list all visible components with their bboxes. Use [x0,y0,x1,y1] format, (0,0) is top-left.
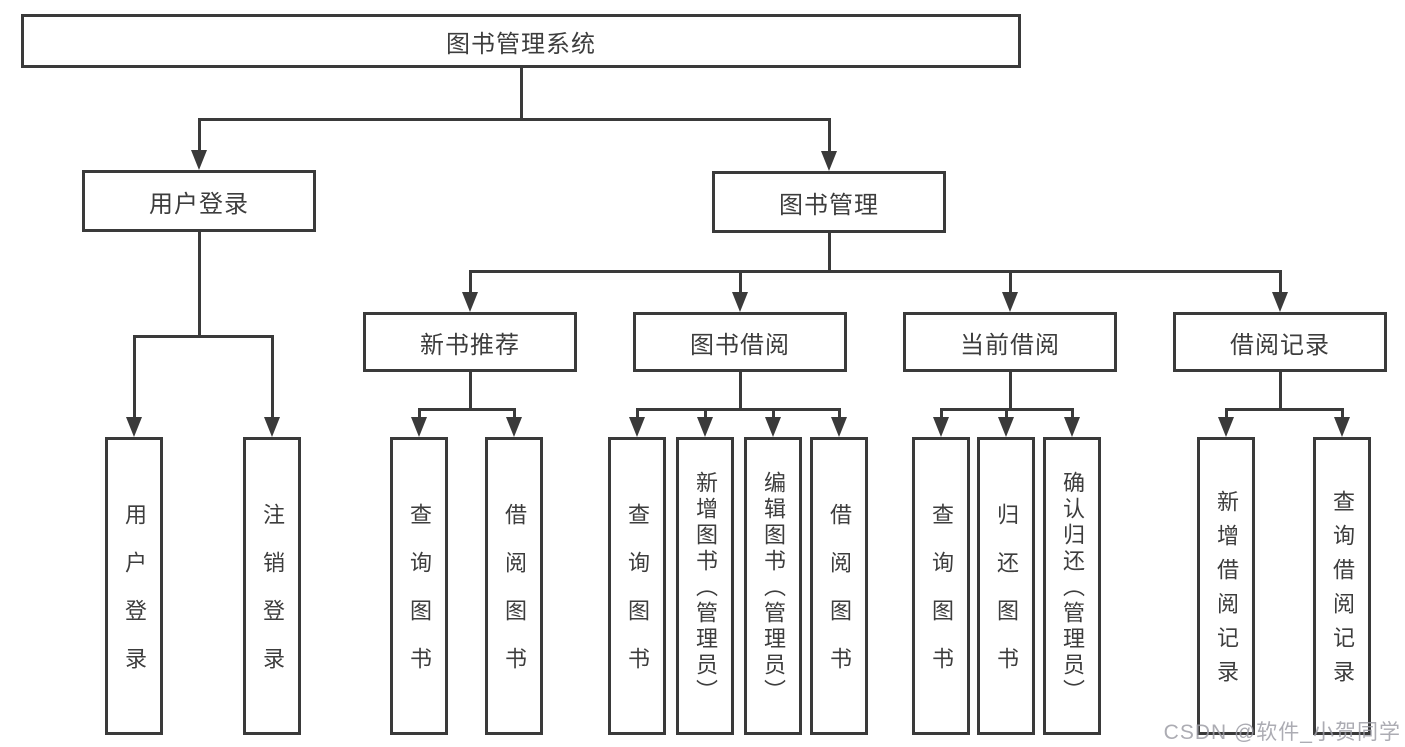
connector-stem-line [197,230,201,338]
arrowhead-icon [462,292,478,312]
connector-stem-line [827,231,831,273]
arrowhead-icon [765,417,781,437]
leaf-query-books-borrow: 查询图书 [608,437,666,735]
connector-drop-line [512,408,516,419]
leaf-return-books: 归还图书 [977,437,1035,735]
leaf-logout-login: 注销登录 [243,437,301,735]
arrowhead-icon [506,417,522,437]
node-current-borrowing: 当前借阅 [903,312,1117,372]
leaf-confirm-return-admin: 确认归还（管理员） [1043,437,1101,735]
leaf-add-borrow-record-label: 新增借阅记录 [1214,490,1239,694]
arrowhead-icon [1334,417,1350,437]
arrowhead-icon [191,150,207,170]
arrowhead-icon [697,417,713,437]
leaf-query-books-borrow-label: 查询图书 [625,503,650,695]
connector-drop-line [771,408,775,419]
connector-drop-line [1004,408,1008,419]
leaf-query-borrow-record: 查询借阅记录 [1313,437,1371,735]
connector-drop-line [738,270,742,294]
connector-drop-line [270,335,274,419]
connector-rail-line [132,335,274,338]
arrowhead-icon [1218,417,1234,437]
connector-drop-line [703,408,707,419]
arrowhead-icon [821,151,837,171]
leaf-borrow-books-label: 借阅图书 [827,503,852,695]
leaf-query-books-recommend: 查询图书 [390,437,448,735]
leaf-confirm-return-admin-label: 确认归还（管理员） [1060,471,1085,705]
connector-drop-line [635,408,639,419]
connector-rail-line [1224,408,1344,411]
leaf-borrow-books-recommend-label: 借阅图书 [502,503,527,695]
leaf-query-books-current-label: 查询图书 [929,503,954,695]
connector-drop-line [132,335,136,419]
arrowhead-icon [264,417,280,437]
leaf-add-borrow-record: 新增借阅记录 [1197,437,1255,735]
connector-drop-line [1340,408,1344,419]
node-new-book-recommend: 新书推荐 [363,312,577,372]
connector-rail-line [635,408,841,411]
arrowhead-icon [732,292,748,312]
connector-rail-line [197,118,831,121]
node-user-login: 用户登录 [82,170,316,232]
connector-stem-line [468,370,472,411]
connector-stem-line [1008,370,1012,411]
connector-drop-line [1008,270,1012,294]
leaf-edit-books-admin: 编辑图书（管理员） [744,437,802,735]
connector-stem-line [519,68,523,121]
leaf-user-login: 用户登录 [105,437,163,735]
arrowhead-icon [629,417,645,437]
node-book-management: 图书管理 [712,171,946,233]
arrowhead-icon [933,417,949,437]
leaf-borrow-books-recommend: 借阅图书 [485,437,543,735]
leaf-query-books-current: 查询图书 [912,437,970,735]
watermark: CSDN @软件_小贺同学 [1163,721,1401,744]
connector-drop-line [197,118,201,152]
node-borrowing-records: 借阅记录 [1173,312,1387,372]
node-library-management-system: 图书管理系统 [21,14,1021,68]
connector-stem-line [738,370,742,411]
leaf-query-books-recommend-label: 查询图书 [407,503,432,695]
connector-rail-line [417,408,516,411]
connector-drop-line [939,408,943,419]
arrowhead-icon [411,417,427,437]
leaf-user-login-label: 用户登录 [122,503,147,695]
connector-stem-line [1278,370,1282,411]
connector-drop-line [1278,270,1282,294]
arrowhead-icon [998,417,1014,437]
connector-drop-line [1224,408,1228,419]
arrowhead-icon [1064,417,1080,437]
leaf-add-books-admin-label: 新增图书（管理员） [693,471,718,705]
arrowhead-icon [126,417,142,437]
connector-drop-line [837,408,841,419]
arrowhead-icon [1272,292,1288,312]
connector-drop-line [827,118,831,153]
arrowhead-icon [831,417,847,437]
leaf-logout-login-label: 注销登录 [260,503,285,695]
arrowhead-icon [1002,292,1018,312]
connector-rail-line [468,270,1282,273]
node-book-borrowing: 图书借阅 [633,312,847,372]
connector-drop-line [417,408,421,419]
leaf-query-borrow-record-label: 查询借阅记录 [1330,490,1355,694]
leaf-return-books-label: 归还图书 [994,503,1019,695]
connector-drop-line [1070,408,1074,419]
leaf-edit-books-admin-label: 编辑图书（管理员） [761,471,786,705]
connector-drop-line [468,270,472,294]
leaf-add-books-admin: 新增图书（管理员） [676,437,734,735]
leaf-borrow-books: 借阅图书 [810,437,868,735]
